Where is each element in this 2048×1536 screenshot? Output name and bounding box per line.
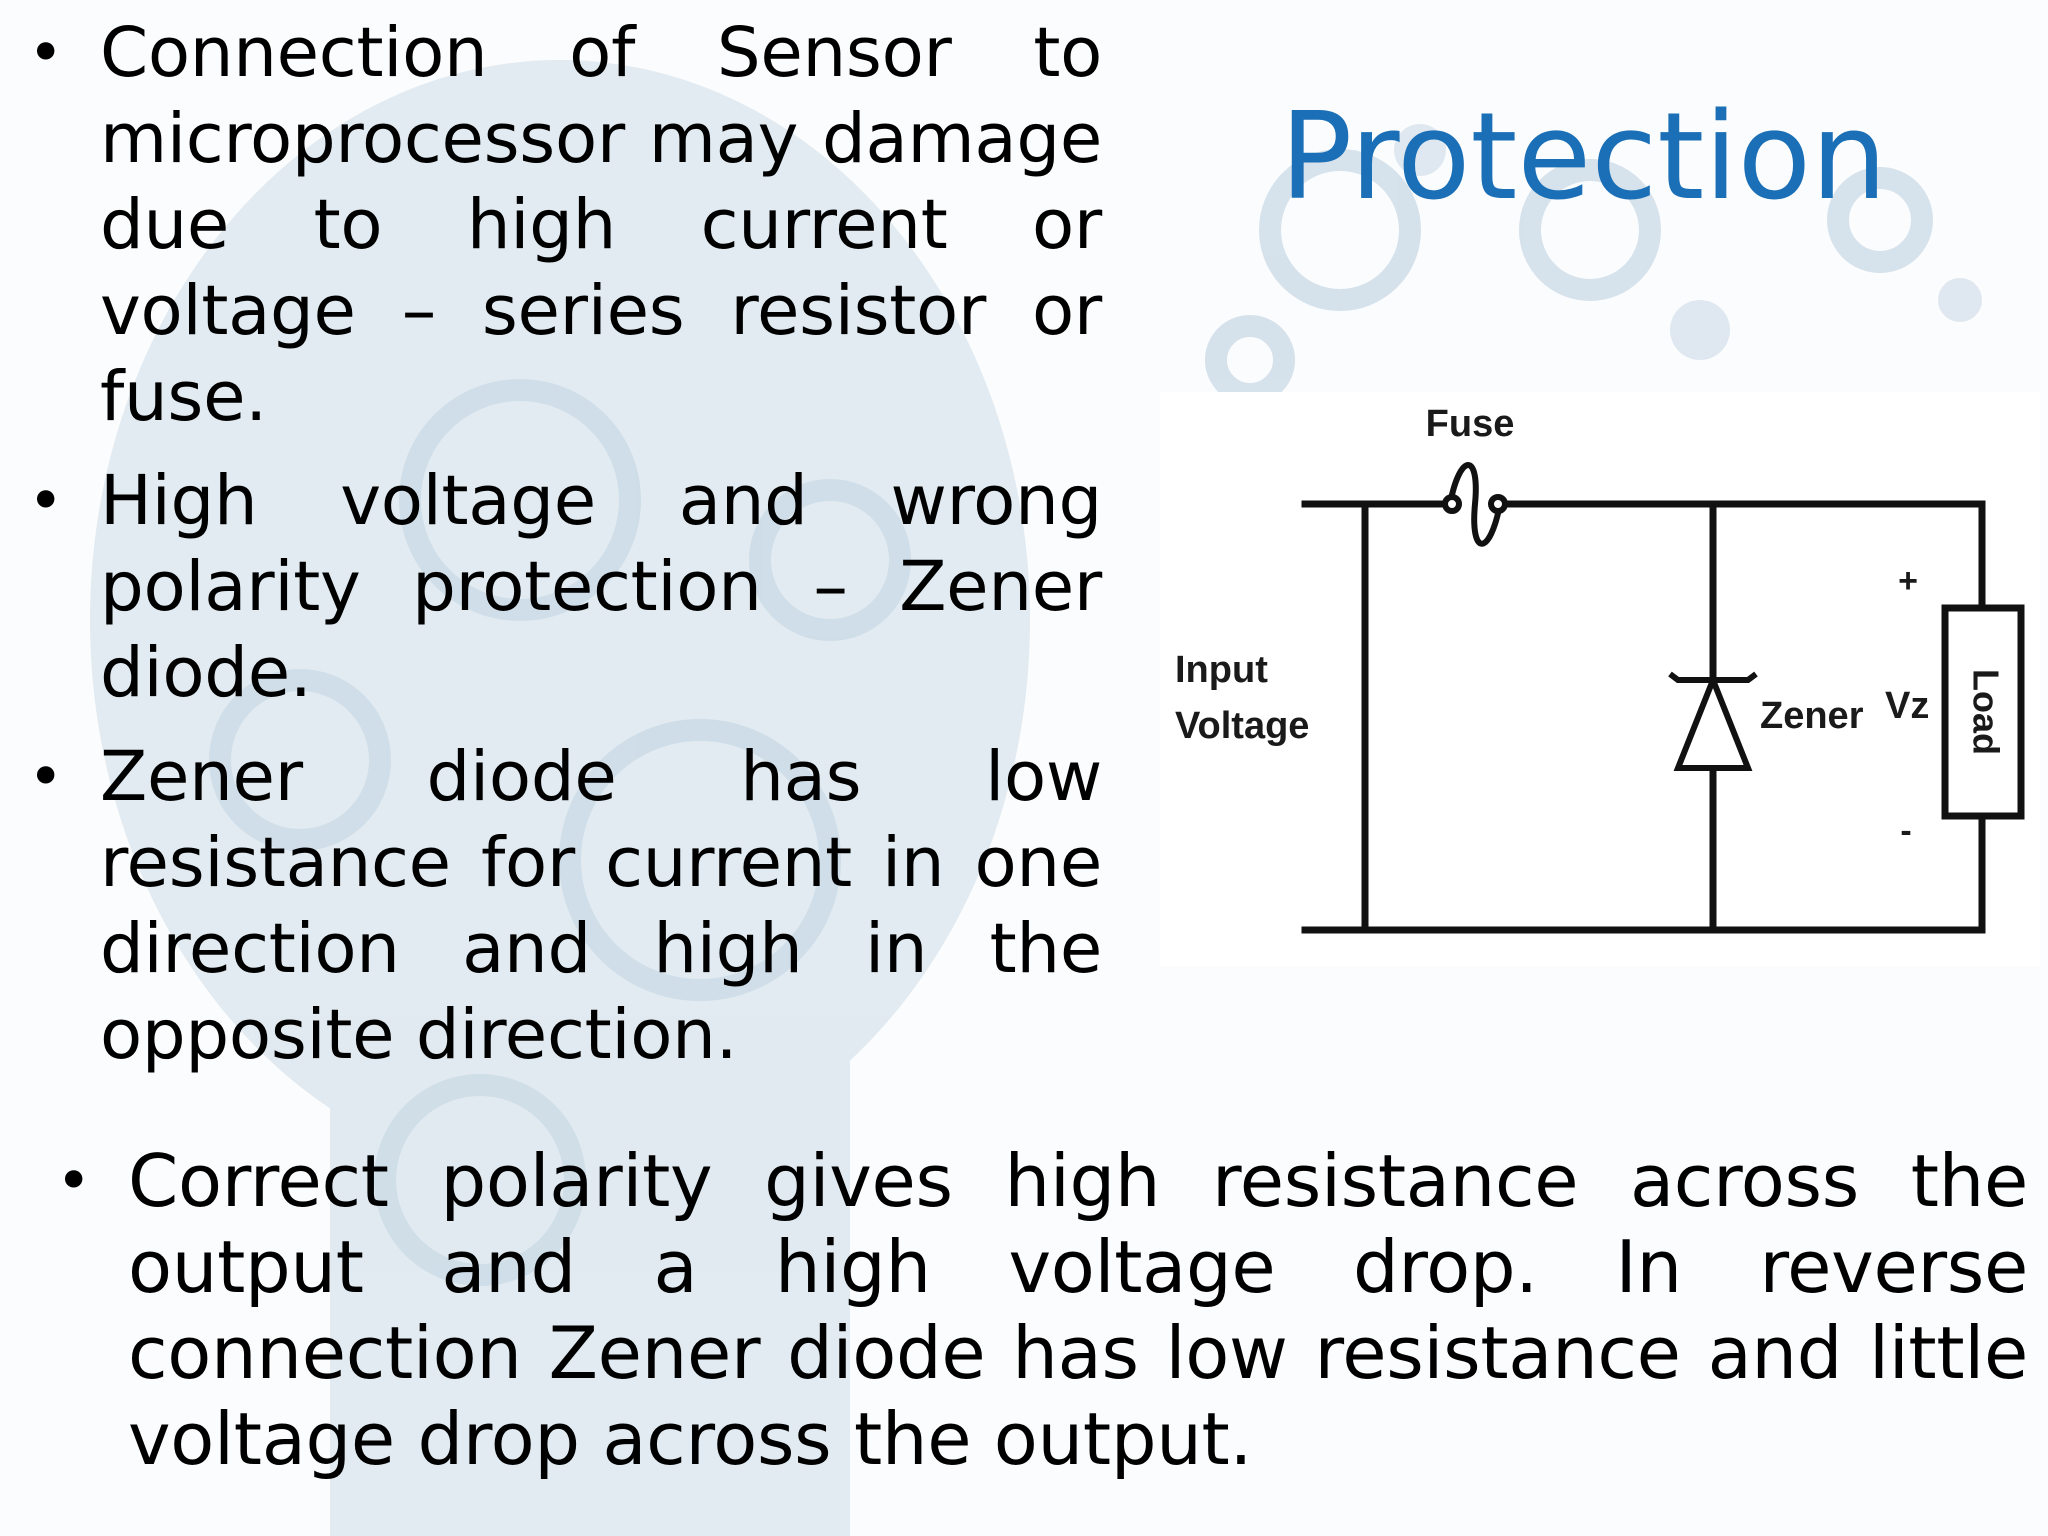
vz-label: Vz (1885, 685, 1929, 727)
bullet-item: • High voltage and wrong polarity protec… (28, 458, 1102, 716)
bullet-text: High voltage and wrong polarity protecti… (100, 461, 1102, 713)
fuse-label: Fuse (1426, 403, 1515, 445)
minus-label: - (1900, 812, 1911, 850)
bullet-list-wide: • Correct polarity gives high resistance… (56, 1138, 2028, 1482)
zener-diode-icon (1668, 671, 1758, 771)
bullet-dot-icon: • (28, 18, 64, 88)
fuse-icon (1442, 462, 1508, 547)
load-label: Load (1965, 669, 2006, 755)
bullet-text: Correct polarity gives high resistance a… (128, 1139, 2028, 1481)
bullet-list: • Connection of Sensor to microprocessor… (28, 10, 1102, 1096)
bullet-dot-icon: • (28, 466, 64, 536)
bullet-item: • Zener diode has low resistance for cur… (28, 734, 1102, 1078)
bullet-item: • Connection of Sensor to microprocessor… (28, 10, 1102, 440)
plus-label: + (1898, 562, 1918, 600)
bullet-dot-icon: • (28, 742, 64, 812)
bullet-dot-icon: • (56, 1146, 92, 1216)
circuit-diagram: Fuse Input Voltage Zener Vz + - Load (1160, 392, 2040, 966)
input-label-line2: Voltage (1175, 705, 1309, 747)
load-box (1941, 604, 2025, 820)
slide-title: Protection (1280, 88, 1888, 227)
input-label-line1: Input (1175, 649, 1268, 691)
bullet-text: Zener diode has low resistance for curre… (100, 737, 1102, 1075)
bullet-item: • Correct polarity gives high resistance… (56, 1138, 2028, 1482)
zener-label: Zener (1760, 695, 1864, 737)
bullet-text: Connection of Sensor to microprocessor m… (100, 13, 1102, 437)
